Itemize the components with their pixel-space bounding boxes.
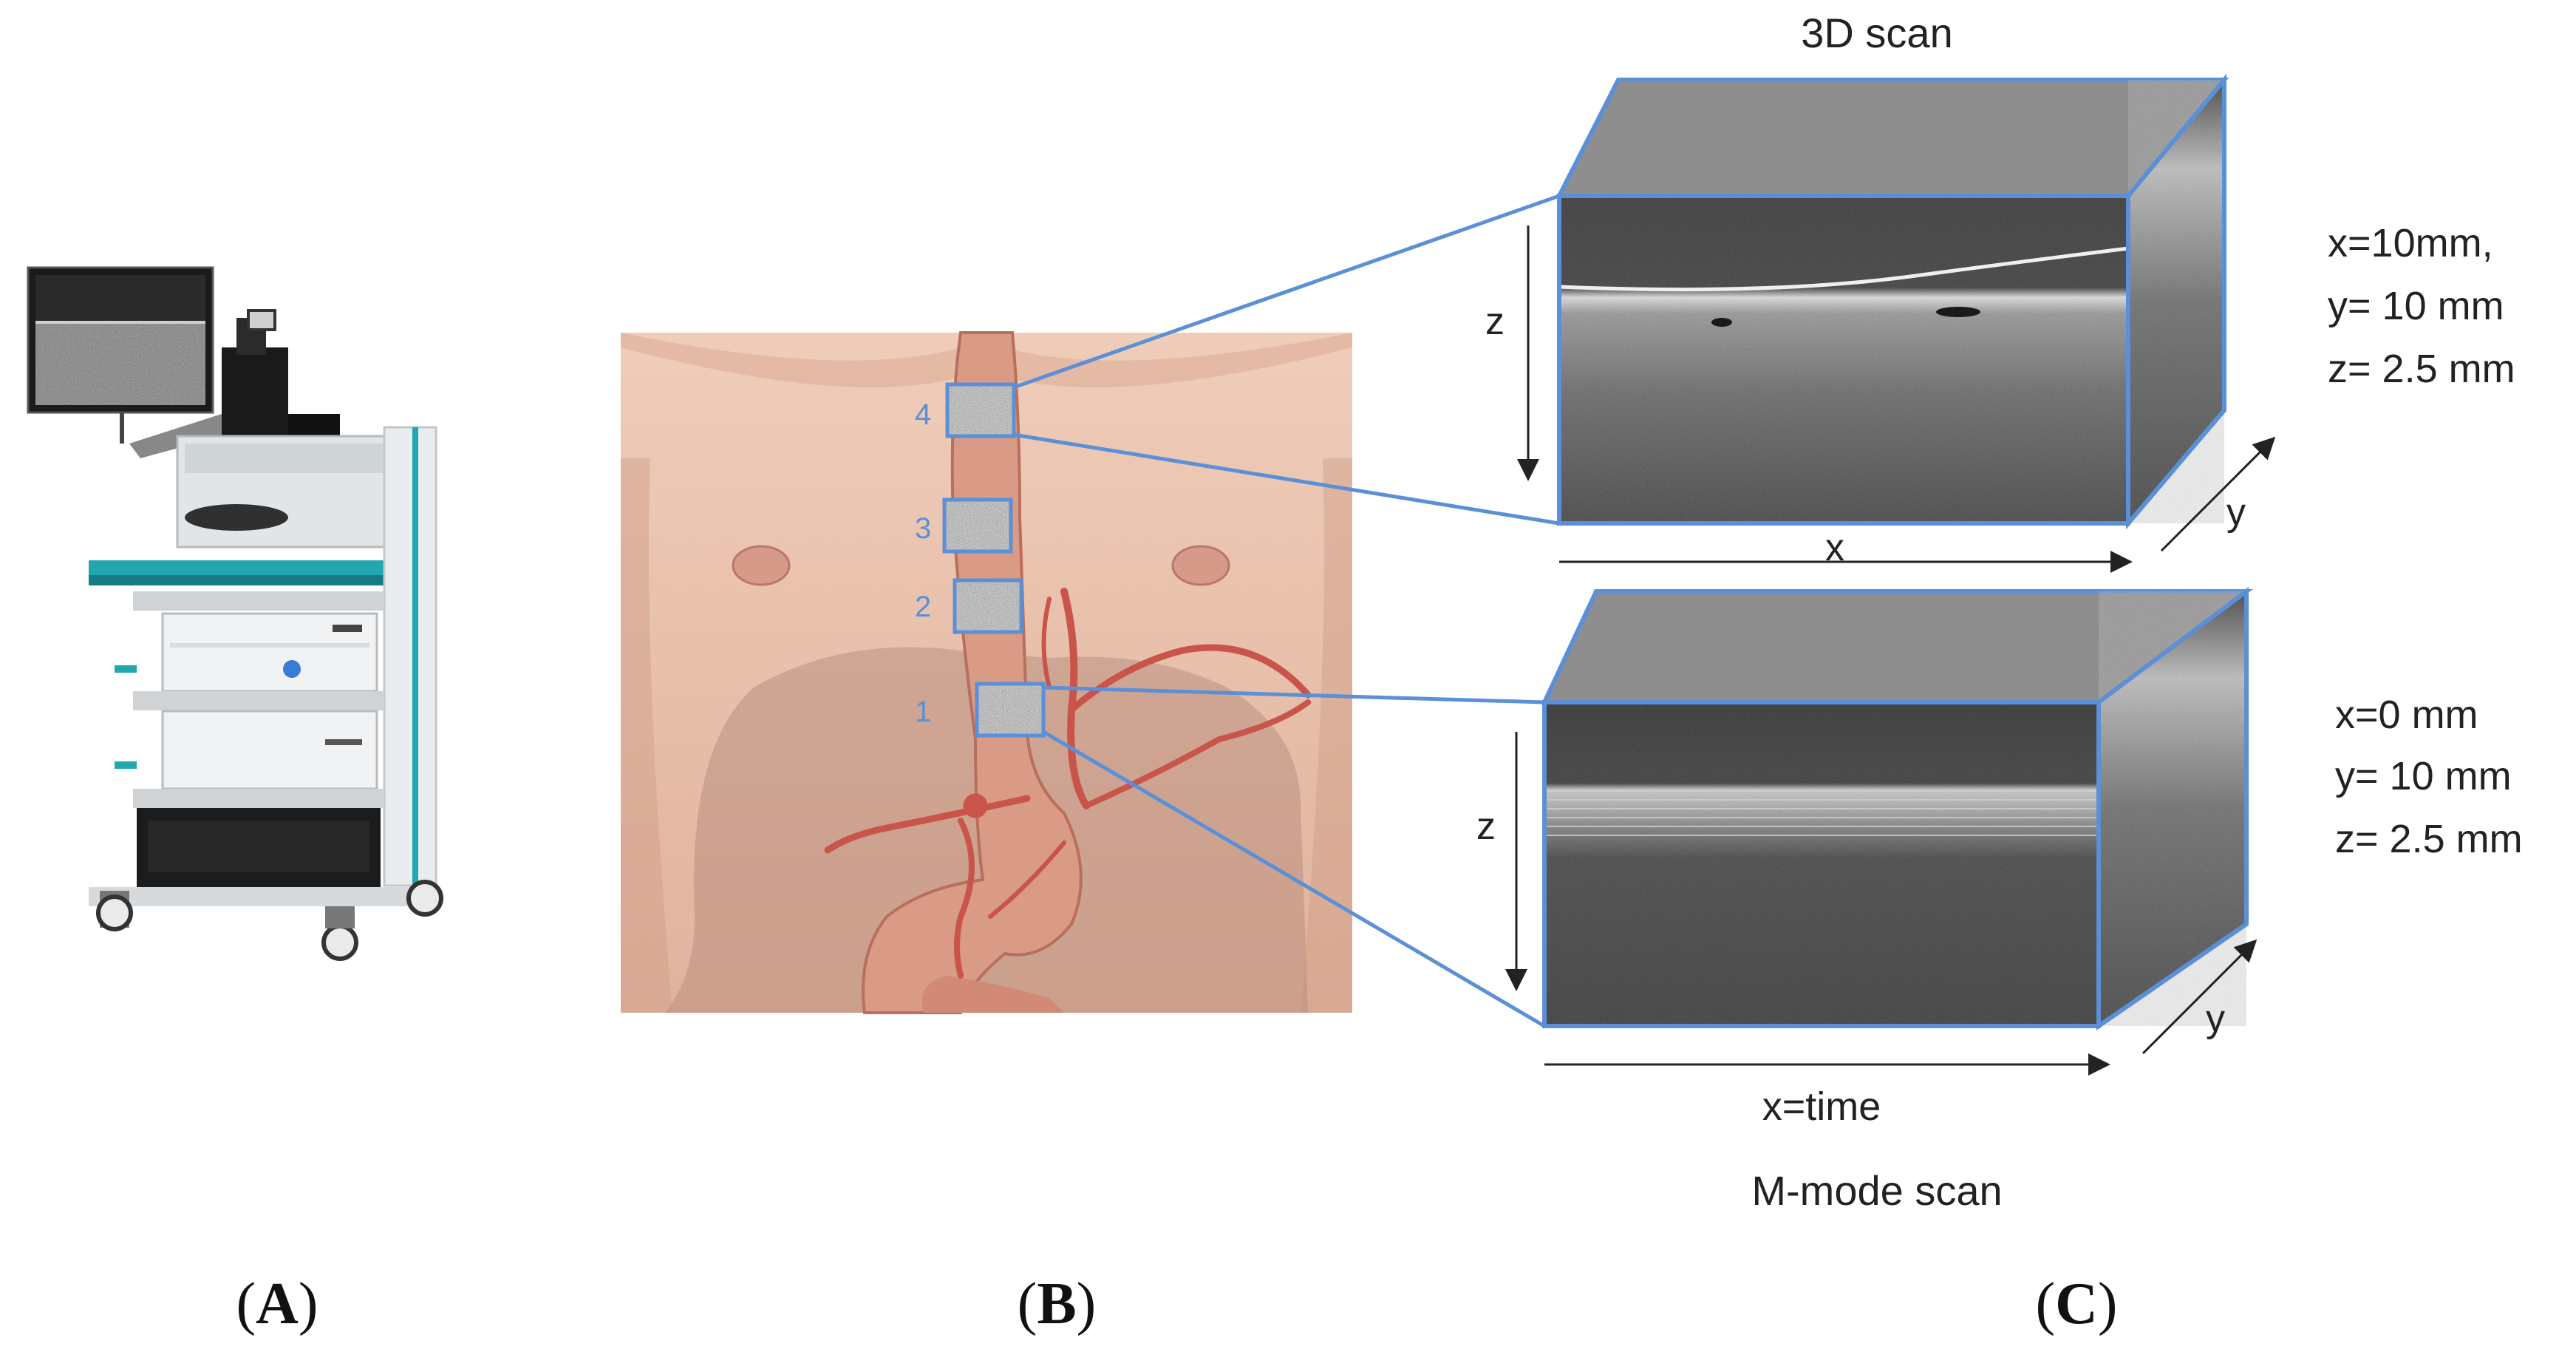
location-label-3: 3	[915, 512, 931, 545]
cart-tray	[89, 560, 384, 575]
scan-3d-dim-z: z= 2.5 mm	[2328, 347, 2515, 391]
panel-label-a: (A)	[236, 1271, 318, 1337]
scan-mmode-z-label: z	[1476, 805, 1496, 848]
scan-mmode-title: M-mode scan	[1751, 1167, 2002, 1214]
scan-3d-block: 3D scan z x y x=10mm, y= 10 mm z= 2.5 mm	[1485, 10, 2515, 573]
location-label-2: 2	[915, 591, 931, 623]
control-unit-1	[161, 612, 378, 693]
scan-3d-dim-x: x=10mm,	[2328, 221, 2493, 265]
scan-mmode-dim-x: x=0 mm	[2335, 693, 2478, 737]
scan-mmode-dim-y: y= 10 mm	[2335, 754, 2512, 798]
connector-lines	[1013, 194, 1560, 1028]
location-4	[945, 382, 1016, 438]
location-label-4: 4	[915, 398, 931, 431]
cart-wheels	[96, 880, 443, 961]
location-1	[975, 682, 1046, 738]
scan-3d-title: 3D scan	[1801, 10, 1952, 56]
panel-label-c: (C)	[2035, 1271, 2117, 1337]
scan-mmode-block: z x=time y M-mode scan x=0 mm y= 10 mm z…	[1476, 587, 2523, 1214]
left-nipple	[732, 545, 791, 586]
scan-3d-y-arrow	[2160, 436, 2276, 552]
svg-text:(C): (C)	[2035, 1271, 2117, 1337]
scan-mmode-y-arrow	[2141, 939, 2258, 1055]
scan-mmode-dim-z: z= 2.5 mm	[2335, 817, 2523, 861]
svg-text:(B): (B)	[1018, 1271, 1097, 1337]
arteries	[824, 588, 1312, 979]
oct-system-cart	[27, 266, 443, 961]
scan-3d-z-label: z	[1485, 300, 1505, 343]
svg-text:(A): (A)	[236, 1271, 318, 1337]
scan-3d-top-face	[1556, 78, 2229, 198]
scan-3d-y-label: y	[2226, 491, 2246, 534]
scan-3d-x-label: x	[1825, 526, 1844, 569]
panel-label-b: (B)	[1018, 1271, 1097, 1337]
scan-mmode-x-label: x=time	[1762, 1084, 1881, 1129]
mmode-bands	[1544, 790, 2099, 836]
location-2	[953, 578, 1023, 634]
right-nipple	[1171, 545, 1230, 586]
location-3	[942, 497, 1013, 554]
anatomy-illustration: 4 3 2 1	[621, 331, 1352, 1014]
scan-3d-dim-y: y= 10 mm	[2328, 284, 2504, 328]
scan-mmode-y-label: y	[2206, 997, 2225, 1040]
control-unit-2	[161, 710, 378, 790]
location-label-1: 1	[915, 696, 931, 728]
